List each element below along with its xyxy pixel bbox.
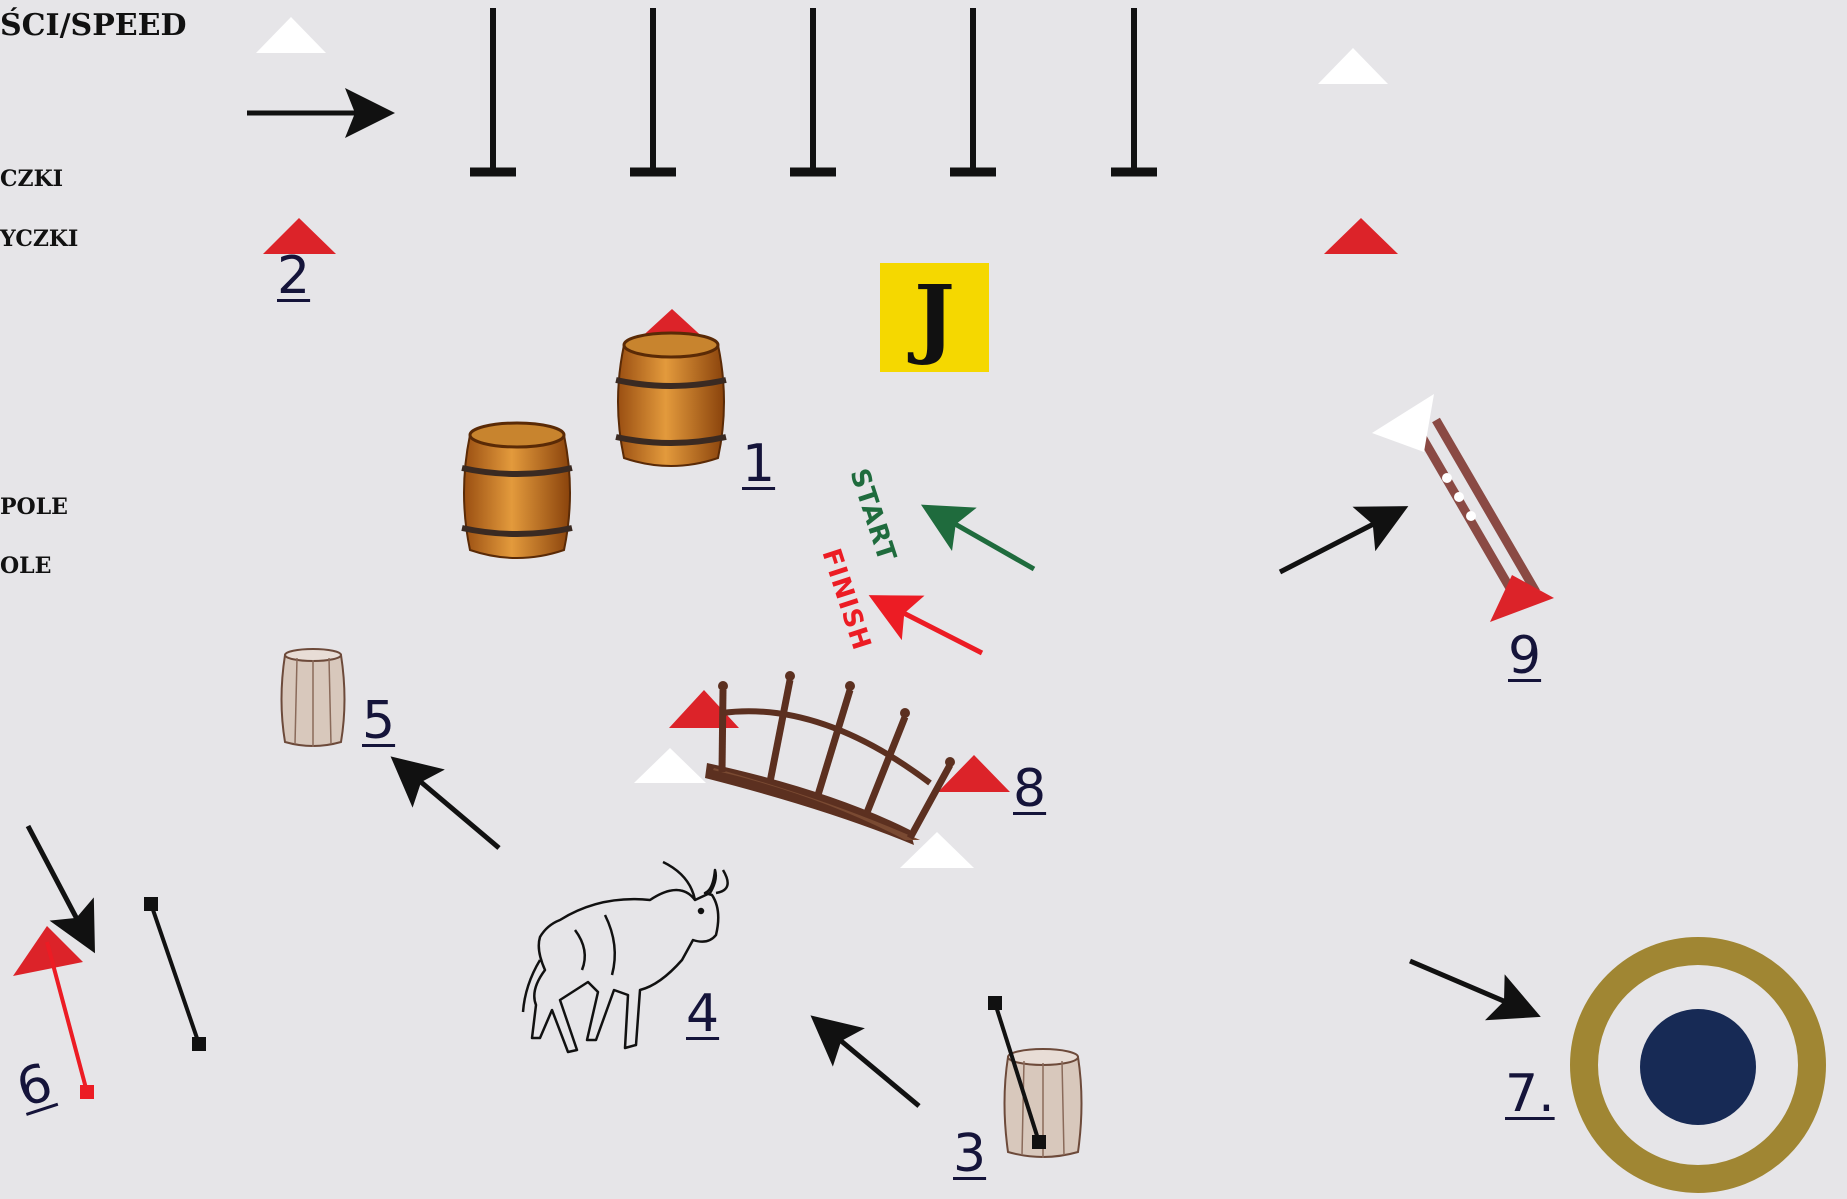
obstacle-number-1: 1: [742, 438, 775, 490]
red-flag-bridge-left: [669, 690, 739, 728]
obstacle-number-3: 3: [953, 1128, 986, 1180]
arrow-to-5: [402, 766, 499, 848]
obstacle-number-8: 8: [1013, 763, 1046, 815]
arrow-to-9: [1280, 513, 1395, 572]
obstacle-number-4: 4: [686, 988, 719, 1040]
start-arrow: [934, 512, 1034, 569]
arrow-to-7: [1410, 961, 1527, 1011]
red-flag-right: [1324, 218, 1398, 254]
bridge-8: [705, 671, 955, 845]
jump-letter: J: [914, 275, 955, 361]
pole-1: [470, 8, 516, 172]
arrow-to-6: [28, 826, 88, 940]
slalom-poles: [470, 8, 1157, 172]
arrow-to-4: [822, 1025, 919, 1106]
obstacle-number-2: 2: [277, 250, 310, 302]
white-flag-top-right: [1318, 48, 1388, 84]
gate-9: [1372, 394, 1554, 622]
pole-4: [950, 8, 996, 172]
circle-target-7: [1584, 951, 1812, 1179]
pole-2: [630, 8, 676, 172]
barrel-big-back: [616, 333, 726, 466]
red-pole-6: [47, 942, 94, 1099]
barrel-big-front: [462, 423, 572, 558]
white-flag-bridge-left: [634, 748, 706, 783]
obstacle-number-9: 9: [1508, 630, 1541, 682]
small-barrel-5: [282, 649, 345, 747]
pole-5: [1111, 8, 1157, 172]
pole-3: [790, 8, 836, 172]
obstacle-number-7: 7.: [1505, 1068, 1555, 1120]
white-flag-top-left: [256, 17, 326, 53]
jump-marker: J: [880, 263, 989, 372]
finish-arrow: [882, 602, 982, 653]
obstacle-number-5: 5: [362, 695, 395, 747]
pole-6: [144, 897, 206, 1051]
